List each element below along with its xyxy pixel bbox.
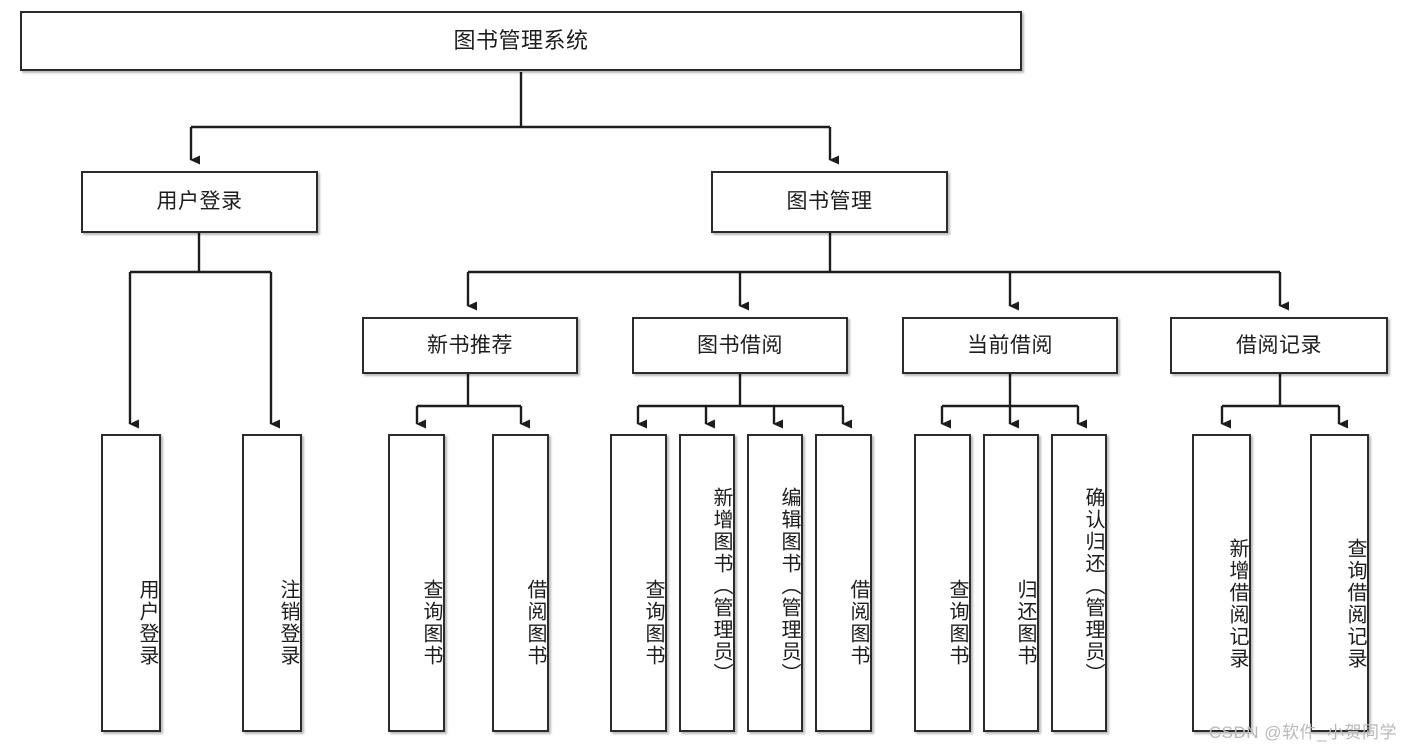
node-label: 用户登录 [136, 579, 158, 667]
node-current-borrow[interactable]: 当前借阅 [902, 317, 1118, 374]
leaf-logout-login[interactable]: 注销登录 [242, 434, 302, 732]
leaf-user-login[interactable]: 用户登录 [101, 434, 161, 732]
node-label: 新书推荐 [427, 333, 513, 357]
node-label: 编辑图书（管理员） [778, 486, 800, 685]
leaf-query-borrow-record[interactable]: 查询借阅记录 [1310, 434, 1369, 732]
watermark-text: CSDN @软件_小贺同学 [1208, 723, 1397, 742]
node-book-management[interactable]: 图书管理 [711, 171, 948, 233]
node-label: 查询图书 [420, 579, 442, 667]
node-label: 用户登录 [156, 190, 243, 214]
node-root-book-management-system[interactable]: 图书管理系统 [20, 11, 1022, 71]
node-label: 借阅图书 [524, 579, 546, 667]
leaf-query-book-current[interactable]: 查询图书 [914, 434, 971, 732]
node-label: 查询图书 [946, 579, 968, 667]
node-label: 确认归还（管理员） [1082, 486, 1104, 685]
node-label: 图书借阅 [697, 333, 783, 357]
leaf-query-book-recommend[interactable]: 查询图书 [388, 434, 445, 732]
node-label: 查询图书 [642, 579, 664, 667]
node-label: 借阅记录 [1236, 333, 1322, 357]
leaf-edit-book-admin[interactable]: 编辑图书（管理员） [747, 434, 803, 732]
node-label: 归还图书 [1014, 579, 1036, 667]
node-label: 图书管理 [786, 190, 873, 214]
leaf-add-borrow-record[interactable]: 新增借阅记录 [1192, 434, 1251, 732]
leaf-query-book-borrow[interactable]: 查询图书 [610, 434, 667, 732]
leaf-borrow-book[interactable]: 借阅图书 [815, 434, 872, 732]
node-label: 当前借阅 [967, 333, 1053, 357]
node-new-book-recommend[interactable]: 新书推荐 [362, 317, 578, 374]
node-label: 新增借阅记录 [1226, 538, 1248, 670]
leaf-confirm-return-admin[interactable]: 确认归还（管理员） [1051, 434, 1107, 732]
node-label: 查询借阅记录 [1344, 538, 1366, 670]
leaf-return-book[interactable]: 归还图书 [983, 434, 1039, 732]
leaf-add-book-admin[interactable]: 新增图书（管理员） [679, 434, 735, 732]
node-borrow-record[interactable]: 借阅记录 [1170, 317, 1388, 374]
node-label: 借阅图书 [847, 579, 869, 667]
leaf-borrow-book-recommend[interactable]: 借阅图书 [492, 434, 549, 732]
node-label: 注销登录 [277, 579, 299, 667]
node-label: 新增图书（管理员） [710, 486, 732, 685]
node-book-borrow[interactable]: 图书借阅 [632, 317, 848, 374]
node-label: 图书管理系统 [453, 27, 589, 53]
node-user-login[interactable]: 用户登录 [81, 171, 318, 233]
